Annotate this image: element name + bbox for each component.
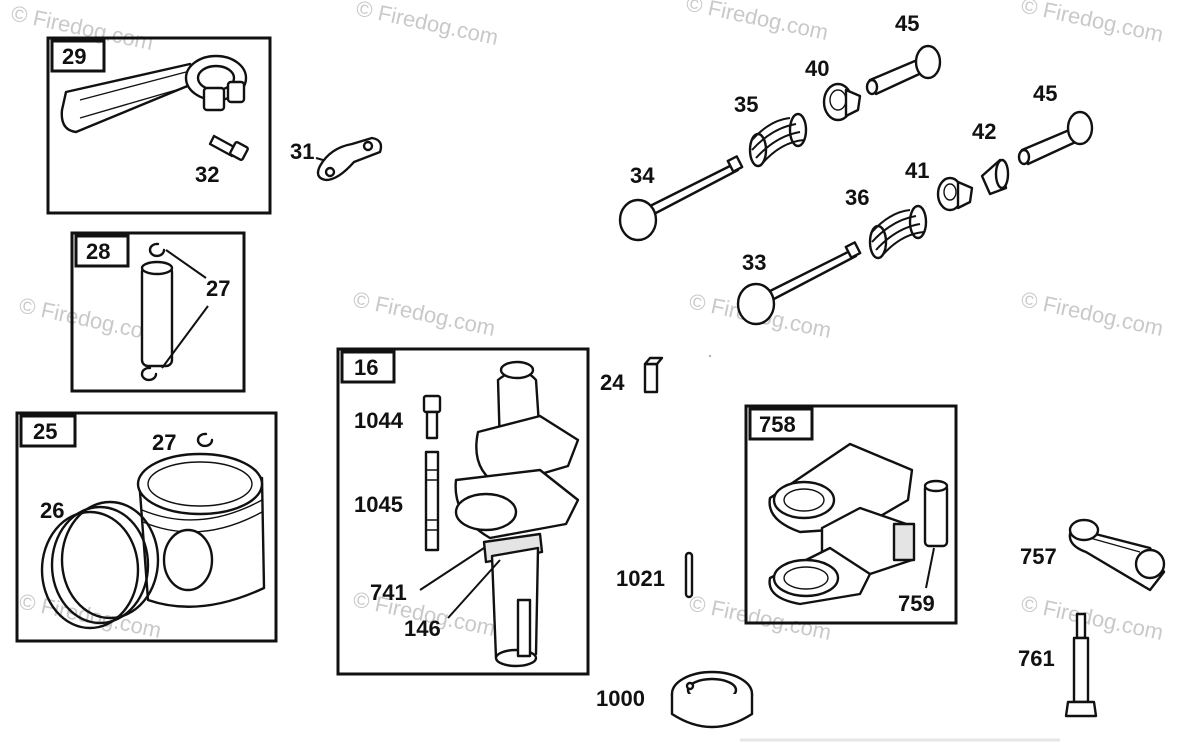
crankshaft-icon <box>454 360 580 668</box>
callout-25: 25 <box>33 419 57 444</box>
callout-146: 146 <box>404 616 441 641</box>
box-758-tag <box>748 407 814 441</box>
box-25-piston: 25 27 26 <box>15 411 278 643</box>
box-758-bracket: 758 759 <box>744 404 958 625</box>
pin-icon <box>684 551 694 599</box>
lock-plate-icon <box>316 136 383 182</box>
label-mask <box>590 708 680 743</box>
callout-27: 27 <box>152 430 176 455</box>
watermark: © Firedog.com <box>684 0 831 45</box>
callout-45: 45 <box>895 11 919 36</box>
callout-32: 32 <box>195 162 219 187</box>
watermark: © Firedog.com <box>1019 286 1166 341</box>
box-16-frame <box>336 347 590 676</box>
lever-icon <box>1068 518 1166 592</box>
callout-1045: 1045 <box>354 492 403 517</box>
bracket-icon <box>768 442 916 606</box>
box-28-frame <box>70 231 246 393</box>
watermark: © Firedog.com <box>351 286 498 341</box>
piston-pin-icon <box>140 260 174 368</box>
callout-1021: 1021 <box>616 566 665 591</box>
seal-ring-icon <box>670 670 754 729</box>
watermark: © Firedog.com <box>1019 0 1166 47</box>
box-16-tag <box>340 350 396 384</box>
callout-31: 31 <box>290 139 314 164</box>
callout-1000: 1000 <box>596 686 645 711</box>
box-25-frame <box>15 411 278 643</box>
callout-29: 29 <box>62 44 86 69</box>
valve-train: 45 40 35 34 45 42 <box>618 11 1094 326</box>
intake-valve-icon <box>736 241 862 326</box>
piston-rings-icon <box>40 500 160 630</box>
part-1021-pin: 1021 <box>616 551 694 599</box>
callout-28: 28 <box>86 239 110 264</box>
box-28-piston-pin: 28 27 <box>70 231 246 393</box>
retaining-ring-icon <box>196 432 214 448</box>
callout-45: 45 <box>1033 81 1057 106</box>
callout-761: 761 <box>1018 646 1055 671</box>
callout-40: 40 <box>805 56 829 81</box>
box-758-frame <box>744 404 958 625</box>
valve-retainer-icon <box>936 176 974 212</box>
exhaust-valve-icon <box>618 155 744 242</box>
callout-42: 42 <box>972 119 996 144</box>
callout-36: 36 <box>845 185 869 210</box>
box-29-frame <box>46 36 272 215</box>
callout-1044: 1044 <box>354 408 404 433</box>
part-761-bolt: 761 <box>1018 612 1098 718</box>
valve-spring-icon <box>748 112 808 168</box>
callout-35: 35 <box>734 92 758 117</box>
box-29-tag <box>50 39 106 73</box>
callout-757: 757 <box>1020 544 1057 569</box>
callout-26: 26 <box>40 498 64 523</box>
callout-27: 27 <box>206 276 230 301</box>
valve-spring-icon <box>868 204 928 260</box>
callout-34: 34 <box>630 163 655 188</box>
valve-tappet-icon <box>1017 110 1094 166</box>
callout-33: 33 <box>742 250 766 275</box>
valve-tappet-icon <box>865 44 942 96</box>
part-31-lock-plate: 31 <box>290 136 383 182</box>
leader-741 <box>419 547 485 591</box>
stud-icon <box>424 450 440 552</box>
callout-758: 758 <box>759 412 796 437</box>
retaining-ring-icon <box>148 242 166 258</box>
key-icon <box>643 356 664 394</box>
leader-146 <box>447 559 501 619</box>
callout-741: 741 <box>370 580 407 605</box>
callout-759: 759 <box>898 591 935 616</box>
rod-bolt-icon <box>208 134 249 161</box>
shoulder-bolt-icon <box>1064 612 1098 718</box>
bolt-icon <box>422 394 442 440</box>
callout-24: 24 <box>600 370 625 395</box>
watermark: © Firedog.com <box>354 0 501 50</box>
piston-icon <box>136 452 266 608</box>
scan-artifacts <box>709 355 1060 742</box>
valve-keeper-icon <box>980 158 1010 196</box>
valve-retainer-icon <box>822 82 862 122</box>
callout-16: 16 <box>354 355 378 380</box>
part-1000-seal: 1000 <box>590 670 754 743</box>
callout-41: 41 <box>905 158 929 183</box>
watermark: © Firedog.com <box>1019 590 1166 645</box>
retaining-ring-icon <box>140 366 158 382</box>
part-757-lever: 757 <box>1020 518 1166 592</box>
box-28-tag <box>74 234 130 268</box>
box-29-connecting-rod: 29 32 <box>46 36 272 215</box>
box-16-crankshaft: 16 1044 1045 741 146 <box>336 347 590 676</box>
connecting-rod-icon <box>60 54 248 134</box>
box-25-tag <box>19 414 77 448</box>
part-24-key: 24 <box>600 356 664 395</box>
dowel-pin-icon <box>923 479 949 548</box>
